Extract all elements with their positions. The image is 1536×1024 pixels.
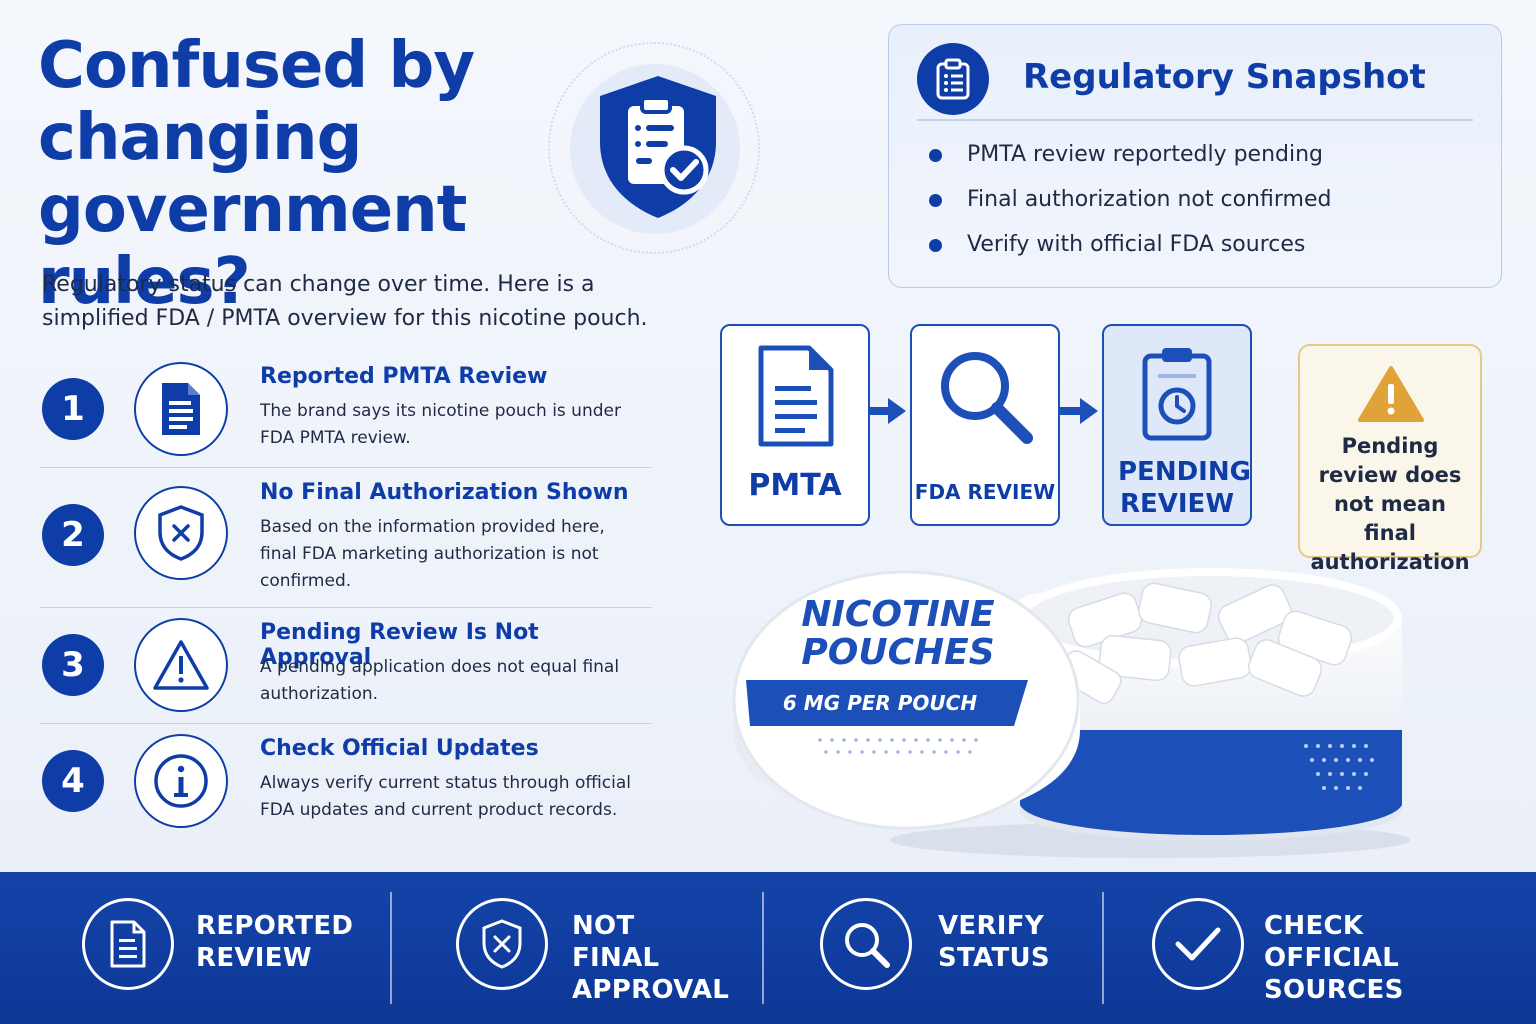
step-description: Based on the information provided here, … xyxy=(260,517,605,591)
magnifier-icon xyxy=(820,898,912,990)
flow-label: PENDING REVIEW xyxy=(1118,457,1251,519)
snapshot-item: PMTA review reportedly pending xyxy=(929,139,1331,184)
divider xyxy=(762,892,764,1004)
info-icon xyxy=(134,734,228,828)
snapshot-title: Regulatory Snapshot xyxy=(1023,57,1426,97)
shield-x-icon xyxy=(134,486,228,580)
document-icon xyxy=(758,345,834,447)
step-description: Always verify current status through off… xyxy=(260,773,631,820)
warning-triangle-icon xyxy=(1358,366,1424,422)
headline: Confused by changing government rules? xyxy=(38,29,475,319)
steps-list: 1 Reported PMTA Review The brand says it… xyxy=(40,352,652,840)
step-title: No Final Authorization Shown xyxy=(260,480,629,505)
step-title: Pending Review Is Not Approval xyxy=(260,620,539,670)
regulatory-snapshot-card: Regulatory Snapshot PMTA review reported… xyxy=(888,24,1502,288)
nicotine-pouch-tin-image: NICOTINE POUCHES 6 MG PER POUCH xyxy=(732,568,1410,858)
flow-step-pmta: PMTA xyxy=(720,324,870,526)
flow-step-fda-review: FDA REVIEW xyxy=(910,324,1060,526)
flow-step-pending-review: PENDING REVIEW xyxy=(1102,324,1252,526)
clipboard-clock-icon xyxy=(1142,348,1212,441)
divider xyxy=(1102,892,1104,1004)
step-description: The brand says its nicotine pouch is und… xyxy=(260,401,621,448)
arrow-right-icon xyxy=(868,398,906,424)
document-icon xyxy=(82,898,174,990)
step-number: 1 xyxy=(42,378,104,440)
product-name-line2: POUCHES xyxy=(801,632,994,673)
shield-clipboard-check-icon xyxy=(600,76,716,218)
bullet-icon xyxy=(929,239,942,252)
step-title: Check Official Updates xyxy=(260,736,539,761)
step-number: 2 xyxy=(42,504,104,566)
warning-icon xyxy=(134,618,228,712)
document-icon xyxy=(134,362,228,456)
flow-label: PMTA xyxy=(748,468,842,503)
snapshot-item: Verify with official FDA sources xyxy=(929,229,1331,274)
step-number: 4 xyxy=(42,750,104,812)
step-title: Reported PMTA Review xyxy=(260,364,548,389)
product-strength: 6 MG PER POUCH xyxy=(783,691,977,715)
step-item: 3 Pending Review Is Not Approval A pendi… xyxy=(40,608,652,724)
checkmark-icon xyxy=(1152,898,1244,990)
shield-ring-decoration xyxy=(548,42,760,254)
step-item: 1 Reported PMTA Review The brand says it… xyxy=(40,352,652,468)
step-number: 3 xyxy=(42,634,104,696)
intro-text: Regulatory status can change over time. … xyxy=(42,272,648,331)
flow-label: FDA REVIEW xyxy=(914,480,1056,504)
warning-text: Pending review does not mean final autho… xyxy=(1310,434,1470,574)
bullet-icon xyxy=(929,194,942,207)
bullet-icon xyxy=(929,149,942,162)
snapshot-item: Final authorization not confirmed xyxy=(929,184,1331,229)
clipboard-icon xyxy=(917,43,989,115)
arrow-right-icon xyxy=(1060,398,1098,424)
magnifier-icon xyxy=(941,352,1033,444)
shield-x-icon xyxy=(456,898,548,990)
product-name-line1: NICOTINE xyxy=(801,594,995,635)
snapshot-list: PMTA review reportedly pending Final aut… xyxy=(929,139,1331,274)
step-item: 4 Check Official Updates Always verify c… xyxy=(40,724,652,840)
step-description: A pending application does not equal fin… xyxy=(260,657,620,704)
warning-callout: Pending review does not mean final autho… xyxy=(1298,344,1482,574)
divider xyxy=(390,892,392,1004)
step-item: 2 No Final Authorization Shown Based on … xyxy=(40,468,652,608)
divider xyxy=(917,119,1473,121)
